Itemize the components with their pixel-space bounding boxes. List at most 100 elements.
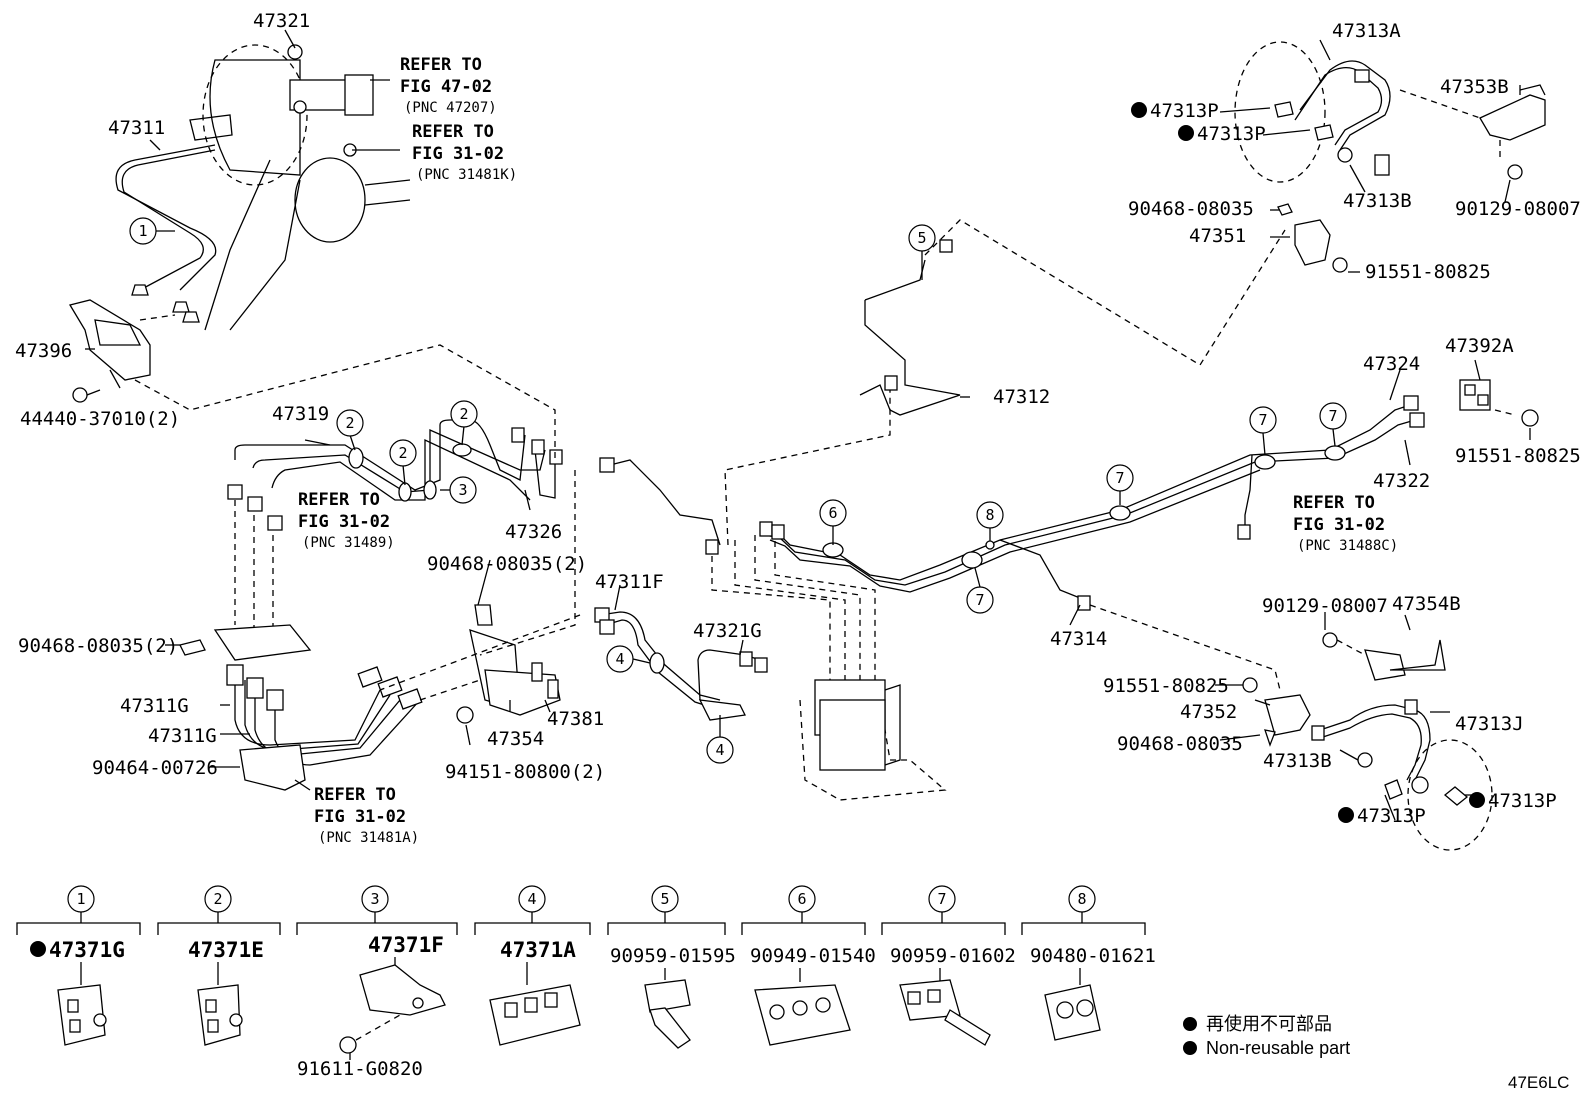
label-90468-08035-mid: 90468-08035 — [1117, 733, 1243, 755]
label-91551-80825-mid: 91551-80825 — [1103, 675, 1229, 697]
abs-actuator — [799, 679, 947, 801]
label-47313P-3: 47313P — [1488, 790, 1557, 812]
label-90464-00726: 90464-00726 — [92, 757, 218, 779]
diagram-label: (PNC 31489) — [302, 535, 395, 551]
callout-5: 5 — [908, 224, 936, 252]
diagram-label: 5 — [660, 890, 669, 908]
label-90468-08035-2b: 90468-08035(2) — [427, 553, 587, 575]
bracket-47353B — [1479, 84, 1546, 141]
pipe-47321G — [697, 649, 761, 701]
non-reusable-dot-4 — [1338, 807, 1354, 823]
label-47313P-2: 47313P — [1197, 123, 1266, 145]
label-44440-37010: 44440-37010(2) — [20, 408, 180, 430]
label-47354: 47354 — [487, 728, 544, 750]
clamp-part-47371G: 47371G — [49, 938, 125, 962]
legend-dot-jp — [1183, 1017, 1197, 1031]
non-reusable-dot-3 — [1469, 792, 1485, 808]
callout-4b: 4 — [706, 736, 734, 764]
label-47311: 47311 — [108, 117, 165, 139]
label-47313J: 47313J — [1455, 713, 1524, 735]
clamp-90480-01621-drawing — [1044, 968, 1101, 1041]
diagram-label: 7 — [1115, 469, 1124, 487]
diagram-label: 3 — [458, 481, 467, 499]
diagram-label: 7 — [937, 890, 946, 908]
clamp-90959-01595-drawing — [644, 968, 691, 1049]
bracket-47392A — [1459, 379, 1539, 427]
label-47321G: 47321G — [693, 620, 762, 642]
hose-47313A — [1234, 41, 1523, 183]
label-47311G-2: 47311G — [148, 725, 217, 747]
diagram-label: 4 — [615, 650, 624, 668]
clamp-part-90480-01621: 90480-01621 — [1030, 945, 1156, 967]
diagram-callouts: 1 2 2 2 3 4 4 5 6 7 7 7 7 8 — [129, 217, 1347, 764]
bracket-47351 — [1277, 203, 1348, 273]
clamp-47371A-drawing — [489, 962, 581, 1046]
label-90129-08007-top: 90129-08007 — [1455, 198, 1581, 220]
clamp-90464-00726 — [239, 744, 306, 791]
label-47392A: 47392A — [1445, 335, 1514, 357]
pipe-47311 — [115, 144, 217, 291]
callout-2b: 2 — [389, 439, 417, 467]
non-reusable-legend: 再使用不可部品 Non-reusable part — [1183, 1014, 1350, 1058]
legend-jp-text: 再使用不可部品 — [1206, 1014, 1332, 1034]
clamp-callout-6: 6 — [788, 885, 816, 913]
pipe-47312 — [859, 259, 961, 416]
diagram-label: REFER TO — [400, 55, 482, 75]
diagram-label: 5 — [917, 229, 926, 247]
non-reusable-dot-1 — [1131, 102, 1147, 118]
callout-7d: 7 — [1319, 402, 1347, 430]
diagram-label: FIG 31-02 — [298, 512, 390, 532]
legend-dot-en — [1183, 1041, 1197, 1055]
diagram-label: FIG 47-02 — [400, 77, 492, 97]
clamp-callout-8: 8 — [1068, 885, 1096, 913]
diagram-label: FIG 31-02 — [1293, 515, 1385, 535]
label-47313B-top: 47313B — [1343, 190, 1412, 212]
diagram-label: 2 — [213, 890, 222, 908]
callout-7a: 7 — [966, 586, 994, 614]
diagram-label: FIG 31-02 — [314, 807, 406, 827]
label-47353B: 47353B — [1440, 76, 1509, 98]
callout-8: 8 — [976, 501, 1004, 529]
diagram-label: 2 — [398, 444, 407, 462]
diagram-label: 4 — [527, 890, 536, 908]
label-47312: 47312 — [993, 386, 1050, 408]
callout-3: 3 — [449, 476, 477, 504]
clamp-part-90959-01602: 90959-01602 — [890, 945, 1016, 967]
label-47314: 47314 — [1050, 628, 1107, 650]
label-94151-80800: 94151-80800(2) — [445, 761, 605, 783]
diagram-label: 2 — [345, 414, 354, 432]
clamp-47371E-drawing — [197, 962, 243, 1046]
rear-pipes — [759, 395, 1425, 611]
clamp-90959-01602-drawing — [899, 968, 991, 1046]
part-labels: 47321 47311 47396 44440-37010(2) REFER T… — [15, 10, 1581, 846]
diagram-label: 1 — [76, 890, 85, 908]
clamp-part-90949-01540: 90949-01540 — [750, 945, 876, 967]
callout-1: 1 — [129, 217, 157, 245]
clamp-47371F-drawing — [339, 957, 446, 1060]
callout-2c: 2 — [450, 400, 478, 428]
callout-7c: 7 — [1249, 406, 1277, 434]
bracket-47354 — [456, 604, 561, 724]
diagram-label: 1 — [138, 222, 147, 240]
clamp-legend-row: 1 2 3 4 5 6 7 8 47371G 47371E 47371F 916… — [16, 885, 1156, 1080]
leader-lines — [85, 29, 1531, 821]
pipe-group-47311G — [213, 624, 423, 766]
clamp-callout-4: 4 — [518, 885, 546, 913]
diagram-label: 7 — [1328, 407, 1337, 425]
non-reusable-dot-2 — [1178, 125, 1194, 141]
clamp-part-47371E: 47371E — [188, 938, 264, 962]
diagram-label: (PNC 31481A) — [318, 830, 419, 846]
label-47396: 47396 — [15, 340, 72, 362]
label-47381: 47381 — [547, 708, 604, 730]
label-47321: 47321 — [253, 10, 310, 32]
callout-6: 6 — [819, 499, 847, 527]
diagram-label: REFER TO — [298, 490, 380, 510]
label-90129-08007-mid: 90129-08007 — [1262, 595, 1388, 617]
clamp-part-47371A: 47371A — [500, 938, 576, 962]
label-47322: 47322 — [1373, 470, 1430, 492]
label-47352: 47352 — [1180, 701, 1237, 723]
diagram-label: (PNC 47207) — [404, 100, 497, 116]
diagram-label: 7 — [1258, 411, 1267, 429]
label-47319: 47319 — [272, 403, 329, 425]
